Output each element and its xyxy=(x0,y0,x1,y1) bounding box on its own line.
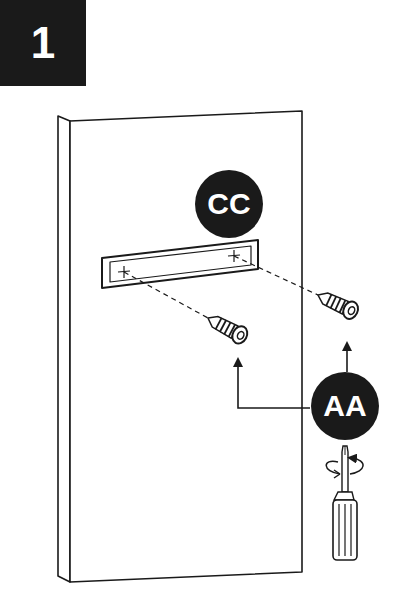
callout-text: 1 xyxy=(31,21,55,65)
callout-text: CC xyxy=(207,189,250,219)
panel-edge xyxy=(58,116,70,582)
wall-anchor xyxy=(314,287,361,321)
step-number: 1 xyxy=(0,0,86,86)
slot-inner xyxy=(110,246,251,282)
slot-outer xyxy=(102,240,258,288)
callout-circle: CC xyxy=(195,170,263,238)
screwdriver xyxy=(333,446,357,560)
rotation-arrow xyxy=(326,458,363,478)
callout-text: AA xyxy=(323,391,366,421)
wall-anchor xyxy=(204,310,250,346)
callout-circle: AA xyxy=(311,372,379,440)
panel-face xyxy=(70,111,302,582)
